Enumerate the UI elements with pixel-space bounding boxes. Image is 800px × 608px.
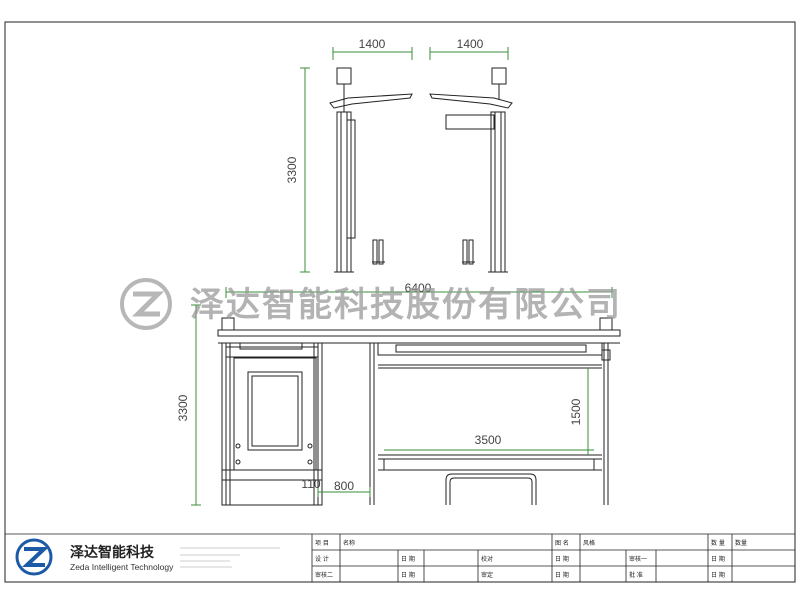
dim-overall-width: 6400 [405,281,432,295]
tb-qty-value: 数量 [735,539,747,547]
tb-date-label-6: 日 期 [711,571,725,579]
tb-date-label-4: 日 期 [401,571,415,579]
watermark: 泽达智能科技股份有限公司 [120,278,622,330]
front-view [191,287,621,506]
dim-bench-width: 3500 [475,433,502,447]
logo-name-cn: 泽达智能科技 [70,544,155,561]
sheet-border [4,21,796,583]
tb-review1-label: 审核一 [629,555,647,563]
logo-name-en: Zeda Intelligent Technology [70,562,174,572]
tb-drawing-label: 图 名 [555,539,569,547]
title-block [5,533,795,582]
tb-drawing-value: 风格 [583,539,595,547]
tb-date-label-1: 日 期 [401,555,415,563]
tb-ratify-label: 批 准 [629,571,643,579]
dim-front-height: 3300 [176,394,190,421]
dim-top-left: 1400 [359,37,386,51]
tb-check-label: 校对 [481,555,493,563]
tb-name-label: 名称 [343,539,355,547]
dim-side-height: 3300 [285,156,299,183]
tb-date-label-3: 日 期 [711,555,725,563]
address-lines [180,547,280,568]
dim-offset-small: 110 [301,477,320,491]
zeda-logo-icon [15,538,53,576]
side-view-right [429,47,513,273]
watermark-text: 泽达智能科技股份有限公司 [190,285,622,325]
tb-review2-label: 审核二 [315,571,333,579]
tb-date-label-2: 日 期 [555,555,569,563]
tb-approve-label: 审定 [481,571,493,579]
dim-top-right: 1400 [457,37,484,51]
dim-bench-height: 1500 [569,398,583,425]
tb-project-label: 项 目 [315,540,329,547]
zeda-watermark-icon [120,278,172,330]
tb-qty-label: 数 量 [711,539,725,547]
tb-design-label: 设 计 [315,555,329,563]
tb-date-label-5: 日 期 [555,571,569,579]
side-view-left [300,47,413,273]
dim-offset-800: 800 [334,479,354,493]
